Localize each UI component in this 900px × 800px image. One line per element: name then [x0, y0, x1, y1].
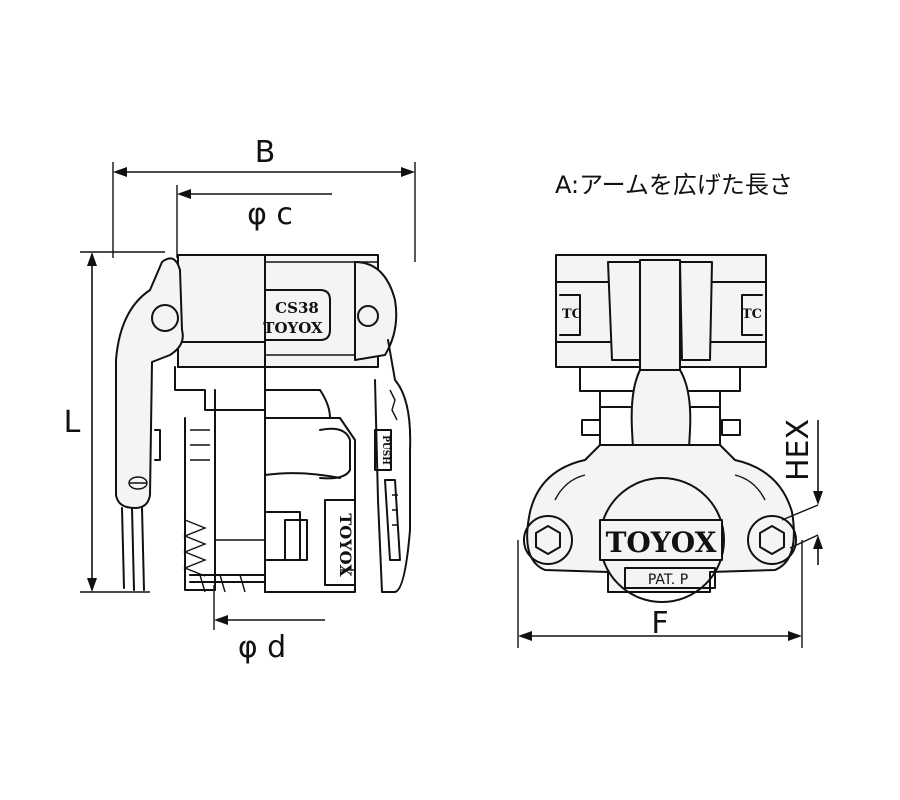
- cam-arm-right: PUSH: [354, 261, 412, 593]
- dimension-phi-c: φ c: [176, 185, 332, 258]
- size-code-front-right: TC: [742, 307, 762, 322]
- size-code-front-left: TC: [562, 307, 582, 322]
- coupler-body-side: CS38 TOYOX TOYOX: [174, 254, 379, 593]
- dimension-b: B: [112, 135, 416, 262]
- cam-arm-left: [115, 257, 184, 591]
- dimension-phi-c-label: φ c: [247, 197, 293, 232]
- side-view: B φ c L φ d: [64, 135, 416, 665]
- size-code-marking: CS38: [275, 299, 319, 317]
- pat-marking: PAT. P: [648, 572, 688, 588]
- dimension-f-label: F: [651, 606, 668, 641]
- push-marking: PUSH: [380, 435, 390, 465]
- dimension-f: F: [517, 540, 803, 648]
- dimension-b-label: B: [255, 135, 276, 170]
- dimension-hex: HEX: [781, 419, 823, 565]
- brand-front-marking: TOYOX: [606, 526, 717, 559]
- dimension-l-label: L: [64, 405, 81, 440]
- brand-lower-marking: TOYOX: [336, 513, 355, 577]
- dimension-phi-d-label: φ d: [238, 630, 286, 665]
- dimension-phi-d: φ d: [213, 585, 325, 665]
- brand-side-marking: TOYOX: [263, 319, 323, 337]
- front-view: A:アームを広げた長さ TC TC: [517, 171, 823, 648]
- dimension-l: L: [64, 251, 165, 593]
- flange-front: TOYOX PAT. P: [523, 444, 797, 603]
- arm-note: A:アームを広げた長さ: [555, 171, 793, 199]
- dimension-hex-label: HEX: [781, 419, 816, 481]
